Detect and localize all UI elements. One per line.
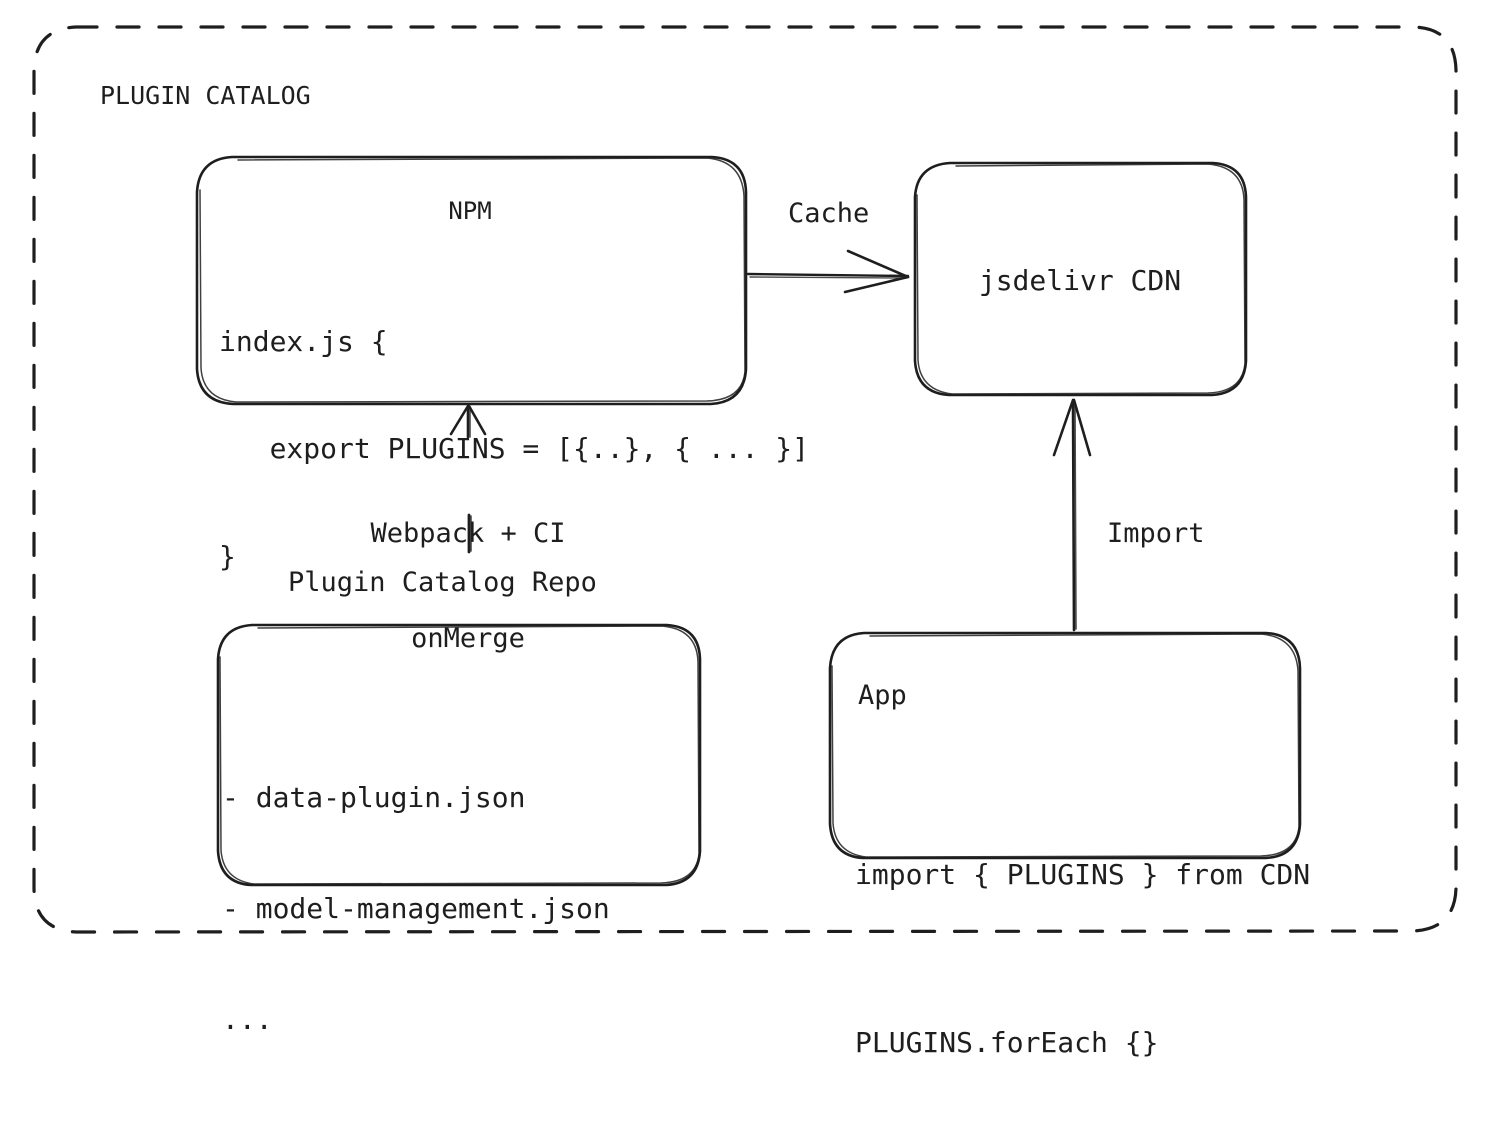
repo-file-item: - model-management.json	[222, 891, 610, 925]
npm-code-line: index.js {	[219, 324, 388, 358]
npm-box[interactable]	[195, 155, 748, 406]
app-box[interactable]	[828, 631, 1302, 860]
frame-title: PLUGIN CATALOG	[100, 81, 311, 110]
edge-label-line: Webpack + CI	[370, 518, 566, 550]
repo-node-label: Plugin Catalog Repo	[288, 567, 597, 598]
app-code-line: import { PLUGINS } from CDN	[855, 858, 1311, 891]
edge-label-webpack-ci: Webpack + CI onMerge	[268, 446, 668, 692]
edge-label-line: onMerge	[411, 623, 525, 655]
edge-label-cache: Cache	[788, 198, 870, 229]
app-node-title: App	[858, 680, 907, 711]
repo-box[interactable]	[216, 623, 702, 887]
edge-label-import: Import	[1107, 518, 1205, 549]
npm-code-line: export PLUGINS = [{..}, { ... }]	[219, 432, 810, 466]
frame-border	[32, 25, 1458, 934]
diagram-canvas	[32, 25, 1458, 934]
cdn-box[interactable]	[913, 161, 1248, 397]
cdn-node-title: jsdelivr CDN	[978, 264, 1182, 297]
edge-npm-to-cdn	[746, 249, 910, 294]
app-code-block: import { PLUGINS } from CDN PLUGINS.forE…	[855, 735, 1310, 1127]
repo-file-item: - data-plugin.json	[222, 780, 526, 814]
npm-node-title: NPM	[448, 197, 492, 225]
npm-code-line: }	[219, 539, 236, 573]
app-code-line: PLUGINS.forEach {}	[855, 1026, 1159, 1059]
edge-repo-to-npm	[449, 404, 487, 554]
repo-file-list: - data-plugin.json - model-management.js…	[222, 706, 610, 1076]
edge-app-to-cdn	[1052, 398, 1092, 632]
npm-code-block: index.js { export PLUGINS = [{..}, { ...…	[219, 252, 809, 610]
repo-file-item: ...	[222, 1002, 273, 1036]
